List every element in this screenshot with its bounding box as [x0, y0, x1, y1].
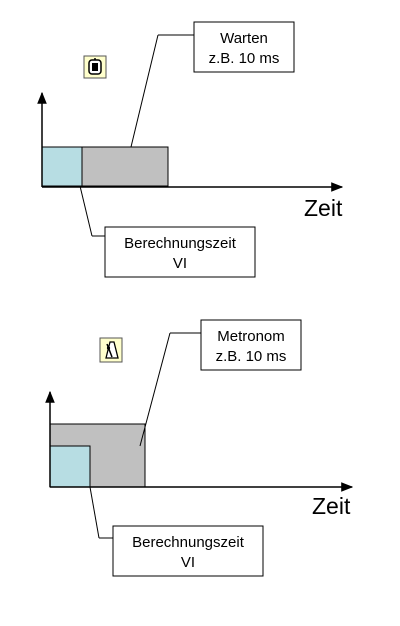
top-diagram: Zeit Warten z.B. 10 ms Berechnungszeit V… [37, 21, 344, 278]
compute-callout-line1: Berechnungszeit [124, 235, 237, 252]
compute-callout: Berechnungszeit VI [104, 226, 256, 278]
stopwatch-icon [83, 55, 107, 79]
metronome-callout-line2: z.B. 10 ms [216, 348, 287, 365]
compute-callout-line2: VI [181, 554, 195, 571]
compute-callout-line2: VI [173, 255, 187, 272]
wait-callout-line1: Warten [220, 30, 268, 47]
compute-callout-leader [89, 486, 100, 539]
bottom-diagram: Zeit Metronom z.B. 10 ms Berechnungszeit… [45, 319, 354, 577]
wait-callout: Warten z.B. 10 ms [193, 21, 295, 73]
compute-callout: Berechnungszeit VI [112, 525, 264, 577]
compute-bar [41, 146, 83, 187]
time-axis-label: Zeit [304, 195, 343, 221]
metronome-callout-line1: Metronom [217, 328, 285, 345]
compute-callout-line1: Berechnungszeit [132, 534, 245, 551]
compute-bar [49, 445, 91, 488]
time-axis-label: Zeit [312, 493, 351, 519]
wait-callout-leader [130, 34, 159, 148]
wait-callout-line2: z.B. 10 ms [209, 50, 280, 67]
metronome-callout: Metronom z.B. 10 ms [200, 319, 302, 371]
metronome-icon [99, 337, 123, 363]
metronome-callout-leader [139, 332, 171, 447]
wait-bar [81, 146, 169, 187]
compute-callout-leader [79, 185, 93, 237]
